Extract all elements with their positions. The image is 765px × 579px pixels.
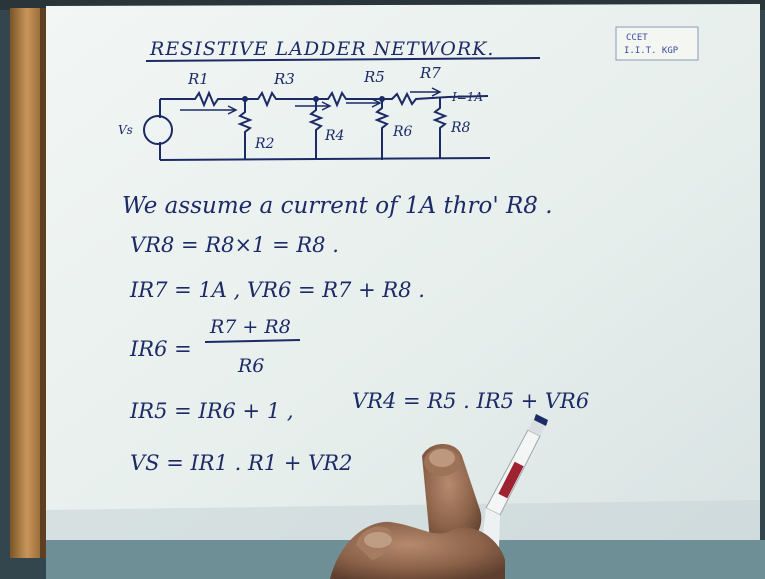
- note-line-1: We assume a current of 1A thro' R8 .: [122, 193, 553, 219]
- circuit-diagram: [143, 87, 491, 161]
- fraction-numerator: R7 + R8: [209, 316, 291, 338]
- note-line-6: VR4 = R5 . IR5 + VR6: [352, 389, 589, 413]
- title-underline: [145, 57, 541, 62]
- top-rail: [160, 90, 489, 108]
- ccet-logo: CCET I.I.T. KGP: [615, 26, 699, 61]
- frame-left: [10, 8, 44, 558]
- label-r3: R3: [273, 70, 295, 88]
- svg-text:I.I.T. KGP: I.I.T. KGP: [624, 46, 679, 56]
- resistor-r4: [308, 99, 324, 160]
- circuit-nodes: [242, 96, 385, 102]
- source-label: Vs: [118, 123, 133, 137]
- fraction-bar: [204, 339, 301, 343]
- label-r6: R6: [392, 124, 413, 140]
- resistor-r8: [432, 97, 448, 158]
- label-r5: R5: [363, 68, 385, 86]
- voltage-source: [143, 115, 173, 145]
- label-r8: R8: [450, 120, 471, 136]
- note-line-3: IR7 = 1A , VR6 = R7 + R8 .: [129, 278, 425, 302]
- label-r7: R7: [419, 64, 441, 82]
- label-r2: R2: [254, 136, 275, 152]
- paper-sheet: [46, 4, 760, 556]
- note-line-7: VS = IR1 . R1 + VR2: [130, 451, 352, 475]
- hand-with-pen: [330, 414, 548, 579]
- resistor-r6: [374, 99, 390, 160]
- fraction-denominator: R6: [237, 355, 264, 377]
- note-line-5: IR5 = IR6 + 1 ,: [129, 399, 294, 423]
- label-r4: R4: [324, 128, 344, 144]
- title: RESISTIVE LADDER NETWORK.: [149, 38, 494, 60]
- svg-text:CCET: CCET: [626, 33, 648, 43]
- label-r1: R1: [187, 70, 209, 88]
- resistor-r2: [237, 99, 253, 160]
- current-label: I=1A: [451, 90, 483, 104]
- note-line-2: VR8 = R8×1 = R8 .: [130, 233, 339, 257]
- bottom-rail: [159, 157, 491, 161]
- note-line-4: IR6 =: [129, 337, 192, 361]
